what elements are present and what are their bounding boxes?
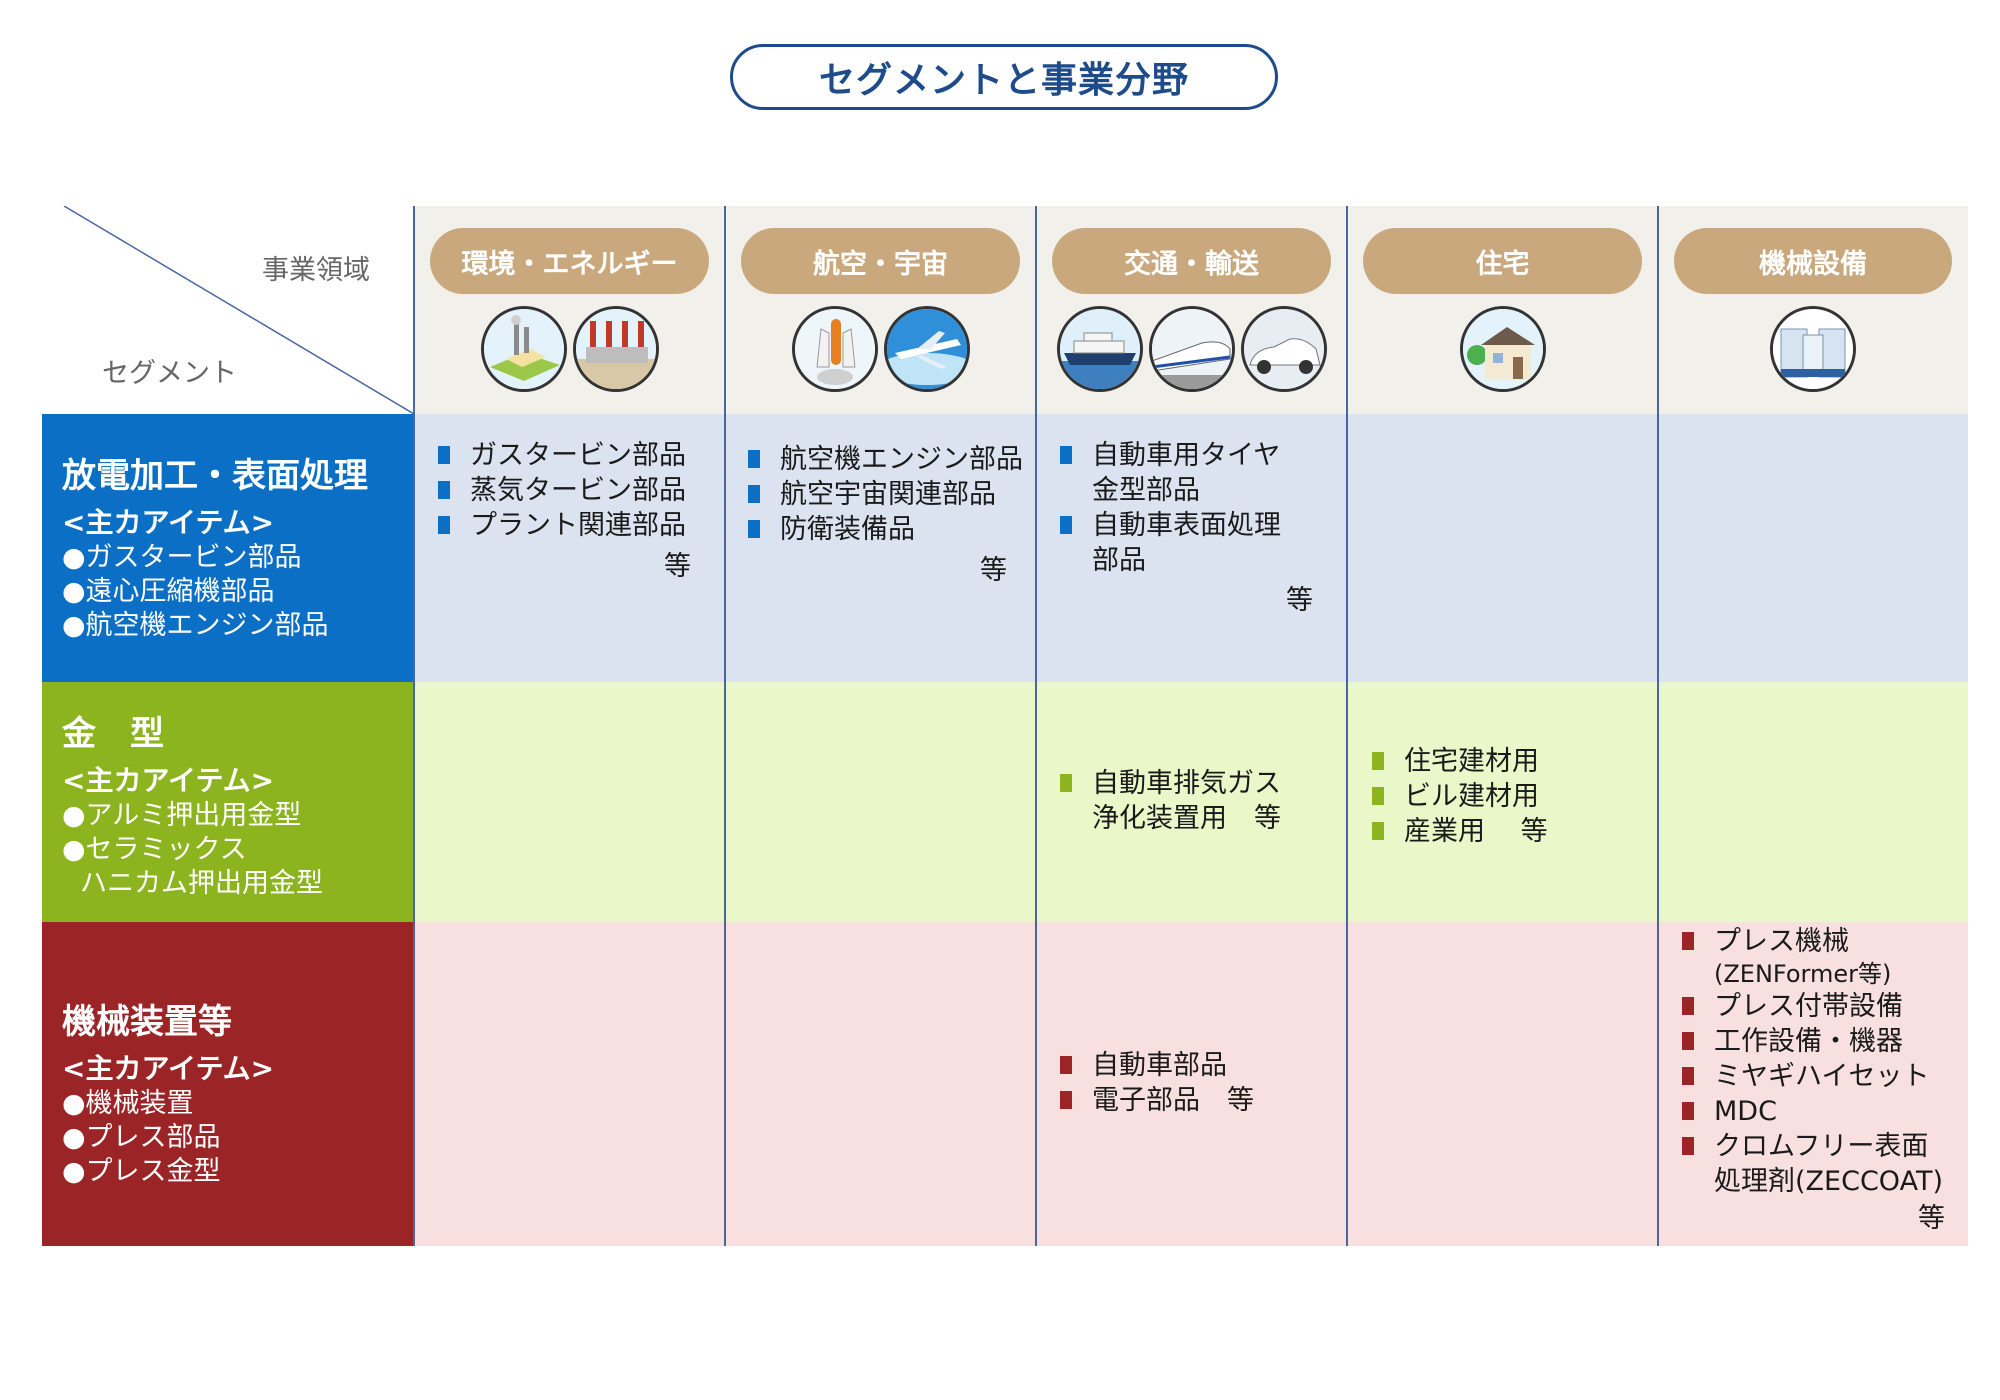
list-item-cont: 金型部品	[1092, 475, 1200, 506]
cell-transport-mold: 自動車排気ガス 浄化装置用 等	[1060, 766, 1281, 836]
list-item: プレス付帯設備	[1682, 989, 1943, 1024]
house-icon	[1459, 306, 1546, 392]
cell-energy-edm: ガスタービン部品 蒸気タービン部品 プラント関連部品	[438, 438, 686, 543]
segment-item: ●アルミ押出用金型	[62, 800, 302, 831]
segment-mold: 金 型 <主カアイテム> ●アルミ押出用金型 ●セラミックス ハニカム押出用金型	[42, 682, 414, 922]
cell-transport-edm: 自動車用タイヤ 金型部品 自動車表面処理 部品	[1060, 438, 1281, 578]
domain-axis-label: 事業領域	[262, 255, 370, 286]
space-shuttle-icon	[791, 306, 878, 392]
etc-label: 等	[1918, 1203, 1945, 1234]
list-item: 航空機エンジン部品	[748, 442, 1023, 477]
column-divider	[1346, 206, 1348, 1246]
etc-label: 等	[1286, 585, 1313, 616]
corner-header: 事業領域 セグメント	[42, 206, 414, 414]
list-item: 防衛装備品	[748, 512, 1023, 547]
ship-icon	[1056, 306, 1143, 392]
cell-transport-machinery: 自動車部品 電子部品 等	[1060, 1048, 1254, 1118]
segment-item: ●セラミックス	[62, 834, 247, 865]
column-pill: 住宅	[1363, 228, 1642, 294]
column-pill: 航空・宇宙	[741, 228, 1020, 294]
cell-aerospace-edm: 航空機エンジン部品 航空宇宙関連部品 防衛装備品	[748, 442, 1023, 547]
etc-label: 等	[664, 551, 691, 582]
segment-item: ●航空機エンジン部品	[62, 610, 329, 641]
segment-machinery: 機械装置等 <主カアイテム> ●機械装置 ●プレス部品 ●プレス金型	[42, 922, 414, 1246]
segment-name: 放電加工・表面処理	[62, 456, 368, 496]
segment-item: ●遠心圧縮機部品	[62, 576, 275, 607]
list-item: MDC	[1682, 1094, 1943, 1129]
list-item: プラント関連部品	[438, 508, 686, 543]
list-item: 航空宇宙関連部品	[748, 477, 1023, 512]
column-header-aerospace: 航空・宇宙	[725, 206, 1036, 414]
machine-icon	[1770, 306, 1856, 392]
column-divider	[413, 206, 415, 1246]
list-item: クロムフリー表面	[1682, 1129, 1943, 1164]
list-item-cont: 浄化装置用 等	[1092, 803, 1281, 834]
segment-axis-label: セグメント	[102, 358, 237, 389]
segment-sub: <主カアイテム>	[62, 506, 275, 539]
airplane-icon	[883, 306, 970, 392]
list-item: 工作設備・機器	[1682, 1024, 1943, 1059]
cell-housing-mold: 住宅建材用 ビル建材用 産業用 等	[1372, 744, 1548, 849]
bullet-train-icon	[1148, 306, 1235, 392]
list-item: プレス機械	[1682, 924, 1943, 959]
cell-machinery-machinery: プレス機械 (ZENFormer等) プレス付帯設備 工作設備・機器 ミヤギハイ…	[1682, 924, 1943, 1199]
list-item: 産業用 等	[1372, 814, 1548, 849]
segment-item: ●機械装置	[62, 1088, 194, 1119]
list-item: 自動車部品	[1060, 1048, 1254, 1083]
list-item: 住宅建材用	[1372, 744, 1548, 779]
list-item: 自動車排気ガス	[1060, 766, 1281, 801]
segment-item: ハニカム押出用金型	[80, 868, 323, 899]
page-title: セグメントと事業分野	[818, 60, 1189, 101]
factory-icon	[480, 306, 567, 392]
power-plant-icon	[572, 306, 659, 392]
segment-sub: <主カアイテム>	[62, 1052, 275, 1085]
etc-label: 等	[980, 555, 1007, 586]
segment-table: 事業領域 セグメント 環境・エネルギー	[42, 206, 1968, 1246]
segment-item: ●プレス部品	[62, 1122, 221, 1153]
segment-item: ●プレス金型	[62, 1156, 221, 1187]
list-item: 蒸気タービン部品	[438, 473, 686, 508]
column-pill: 交通・輸送	[1052, 228, 1331, 294]
row-bg-machinery	[414, 922, 1968, 1246]
title-box: セグメントと事業分野	[730, 44, 1278, 110]
diagonal-line	[63, 206, 414, 414]
list-item: 自動車表面処理	[1060, 508, 1281, 543]
segment-edm-surface: 放電加工・表面処理 <主カアイテム> ●ガスタービン部品 ●遠心圧縮機部品 ●航…	[42, 414, 414, 682]
column-header-transport: 交通・輸送	[1036, 206, 1347, 414]
column-pill: 環境・エネルギー	[430, 228, 709, 294]
column-divider	[724, 206, 726, 1246]
list-item: ミヤギハイセット	[1682, 1059, 1943, 1094]
row-bg-edm	[414, 414, 1968, 682]
list-item: 電子部品 等	[1060, 1083, 1254, 1118]
column-divider	[1035, 206, 1037, 1246]
segment-item: ●ガスタービン部品	[62, 542, 302, 573]
list-item: ビル建材用	[1372, 779, 1548, 814]
car-icon	[1240, 306, 1327, 392]
column-header-environment: 環境・エネルギー	[414, 206, 725, 414]
column-header-housing: 住宅	[1347, 206, 1658, 414]
column-pill: 機械設備	[1674, 228, 1952, 294]
column-header-machinery: 機械設備	[1658, 206, 1968, 414]
list-item-cont: (ZENFormer等)	[1714, 960, 1892, 988]
list-item: 自動車用タイヤ	[1060, 438, 1281, 473]
segment-sub: <主カアイテム>	[62, 764, 275, 797]
segment-name: 機械装置等	[62, 1002, 232, 1042]
segment-name: 金 型	[62, 714, 164, 754]
row-bg-mold	[414, 682, 1968, 922]
column-divider	[1657, 206, 1659, 1246]
list-item-cont: 部品	[1092, 545, 1146, 576]
list-item: ガスタービン部品	[438, 438, 686, 473]
list-item-cont: 処理剤(ZECCOAT)	[1714, 1166, 1943, 1197]
